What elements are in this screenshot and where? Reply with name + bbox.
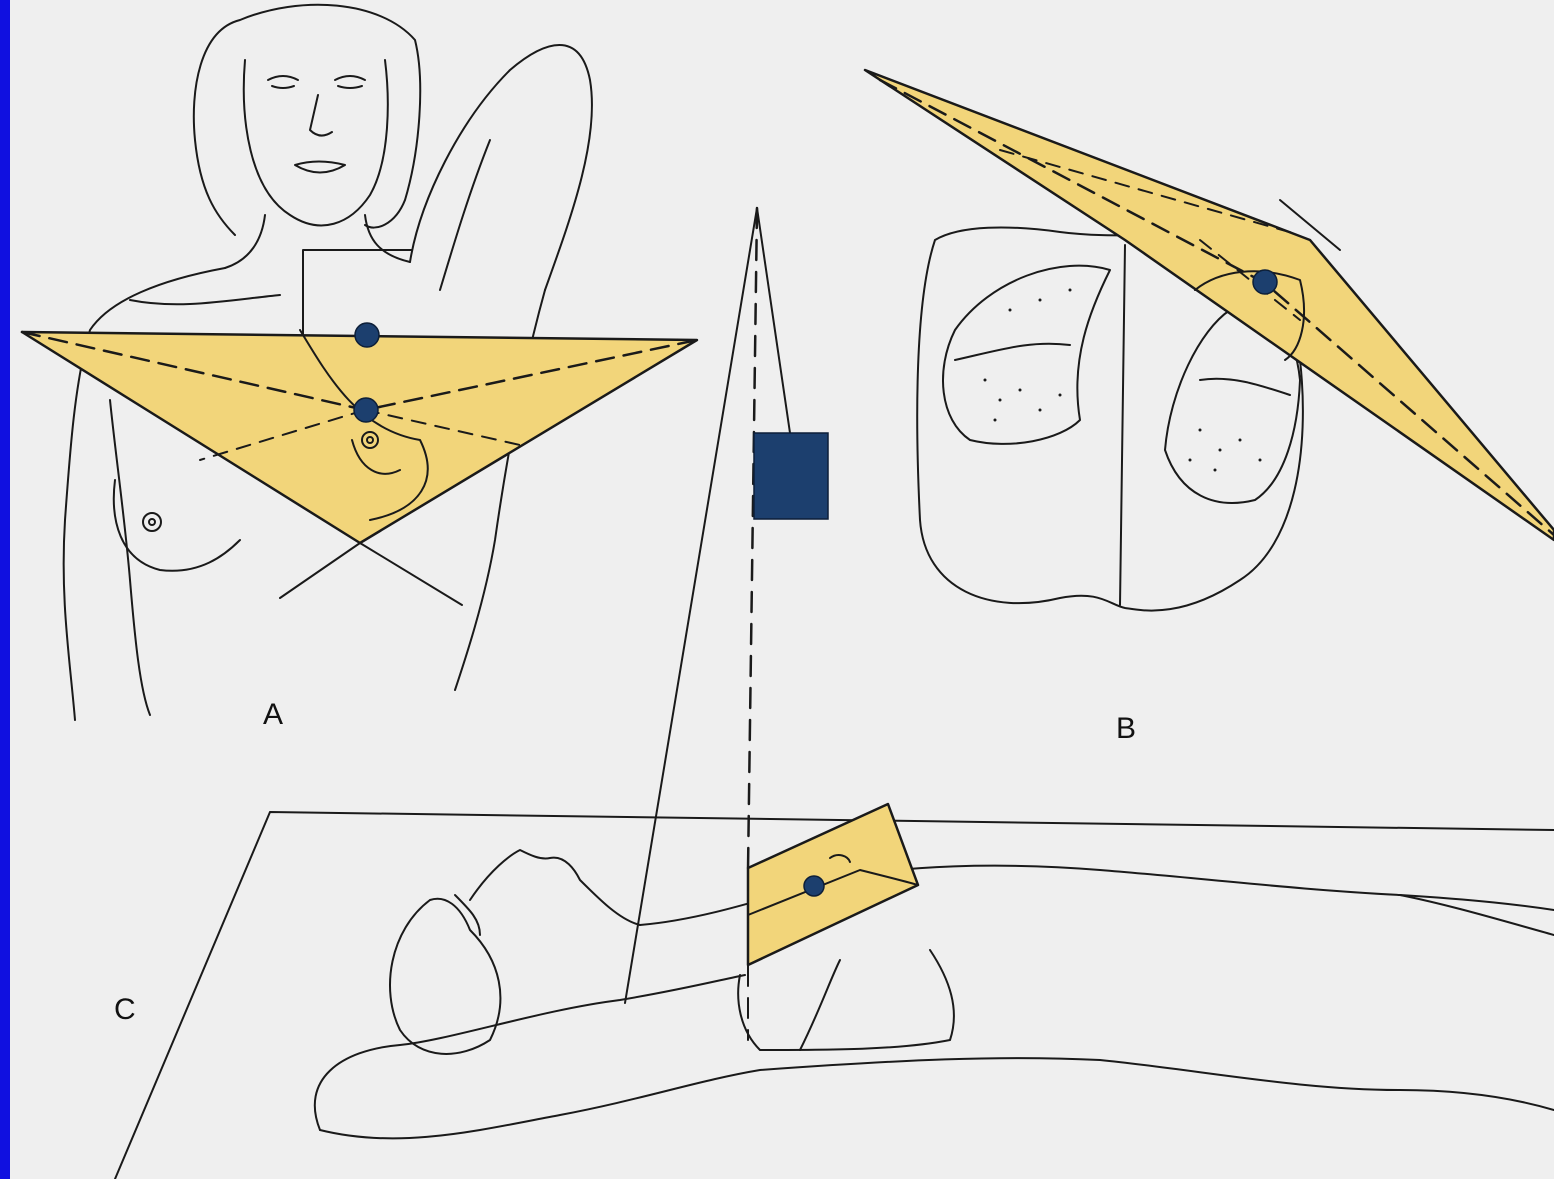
face-profile [470, 850, 640, 925]
panel-b-field [865, 70, 1554, 540]
illustration [10, 0, 1554, 1179]
body-outline [320, 1058, 1554, 1138]
panel-c-label: C [114, 995, 136, 1025]
panel-c-field [748, 804, 918, 965]
panel-b-label: B [1116, 714, 1136, 744]
left-arm [110, 400, 150, 715]
marker-c [804, 876, 824, 896]
eyes [268, 76, 365, 88]
neck [225, 215, 410, 268]
nose [310, 95, 332, 136]
mouth [295, 162, 345, 173]
panel-a-label: A [263, 700, 283, 730]
head-hair [390, 899, 500, 1054]
beam-source-block [754, 433, 828, 519]
marker-b [1253, 270, 1277, 294]
slide-canvas: A B C [10, 0, 1554, 1179]
chest-line [130, 295, 280, 304]
raised-arm [410, 45, 592, 290]
marker-a-upper [355, 323, 379, 347]
beam-central-axis [748, 208, 757, 870]
marker-a-center [354, 398, 378, 422]
breast-c [738, 950, 954, 1050]
face [244, 60, 388, 225]
panel-a-field-projection [280, 543, 462, 605]
breast [114, 480, 240, 571]
left-lung [943, 266, 1110, 444]
midline [1120, 245, 1125, 605]
hair [194, 5, 420, 235]
raised-arm-c [315, 975, 745, 1130]
